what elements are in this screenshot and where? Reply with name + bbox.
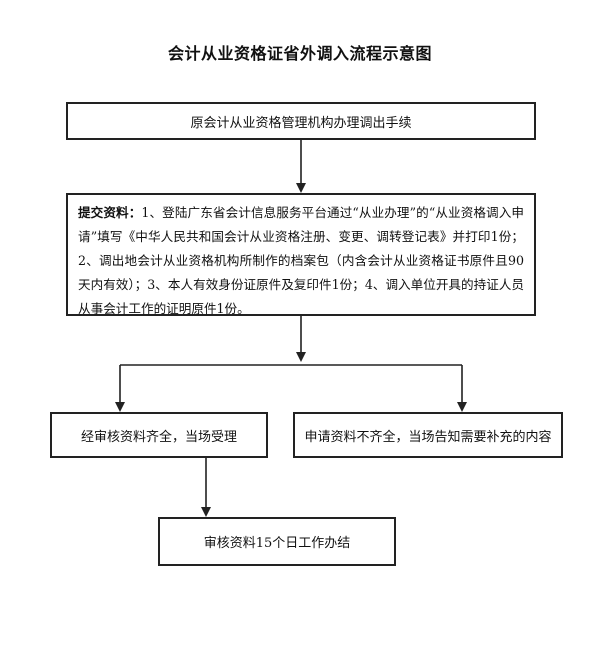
step-accepted-box: 经审核资料齐全，当场受理 bbox=[50, 412, 268, 458]
step-submit-documents-text: 提交资料：1、登陆广东省会计信息服务平台通过“从业办理”的“从业资格调入申请”填… bbox=[78, 201, 524, 321]
step-incomplete-box: 申请资料不齐全，当场告知需要补充的内容 bbox=[293, 412, 563, 458]
step-transfer-out-box: 原会计从业资格管理机构办理调出手续 bbox=[66, 102, 536, 140]
step-completion-text: 审核资料15个日工作办结 bbox=[203, 536, 351, 551]
step-incomplete-text: 申请资料不齐全，当场告知需要补充的内容 bbox=[304, 429, 552, 445]
step-accepted-text: 经审核资料齐全，当场受理 bbox=[80, 429, 237, 445]
step-transfer-out-text: 原会计从业资格管理机构办理调出手续 bbox=[190, 115, 412, 131]
step-completion-box: 审核资料15个日工作办结 bbox=[158, 517, 396, 566]
submit-documents-body: 1、登陆广东省会计信息服务平台通过“从业办理”的“从业资格调入申请”填写《中华人… bbox=[78, 205, 525, 316]
step-submit-documents-box: 提交资料：1、登陆广东省会计信息服务平台通过“从业办理”的“从业资格调入申请”填… bbox=[66, 193, 536, 316]
diagram-title: 会计从业资格证省外调入流程示意图 bbox=[167, 44, 432, 63]
submit-documents-lead: 提交资料： bbox=[78, 205, 142, 220]
